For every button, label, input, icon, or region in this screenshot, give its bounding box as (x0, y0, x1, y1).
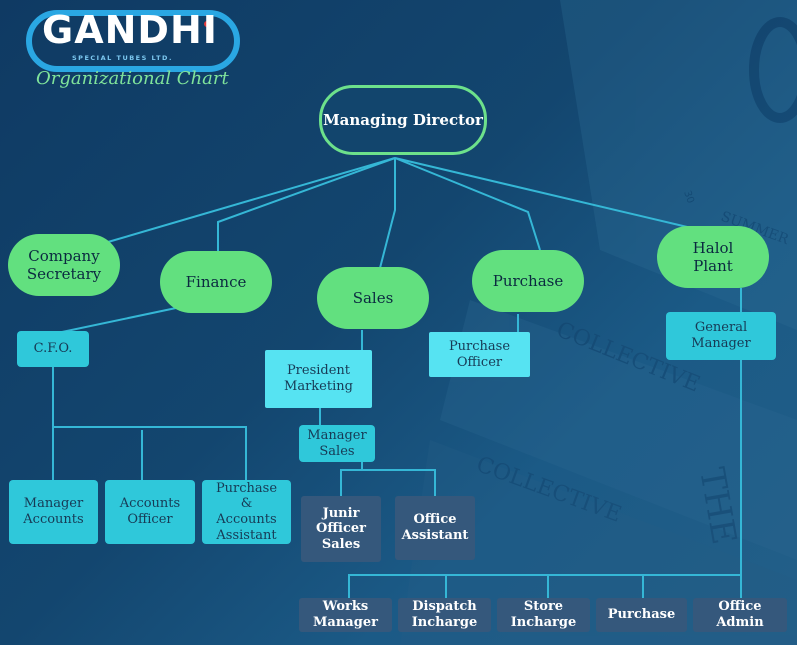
node-works-manager[interactable]: Works Manager (299, 598, 392, 632)
logo-wordmark: GANDHI (42, 8, 218, 52)
node-company-secretary[interactable]: Company Secretary (8, 234, 120, 296)
book-text-5: 30 (681, 189, 696, 205)
node-manager-accounts[interactable]: Manager Accounts (9, 480, 98, 544)
node-managing-director[interactable]: Managing Director (319, 85, 487, 155)
node-office-assistant[interactable]: Office Assistant (395, 496, 475, 560)
chart-subtitle: Organizational Chart (36, 68, 229, 89)
node-general-manager[interactable]: General Manager (666, 312, 776, 360)
node-purchase-officer[interactable]: Purchase Officer (429, 332, 530, 377)
node-purchase-accounts-assistant[interactable]: Purchase & Accounts Assistant (202, 480, 291, 544)
node-finance[interactable]: Finance (160, 251, 272, 313)
node-plant-purchase[interactable]: Purchase (596, 598, 687, 632)
node-office-admin[interactable]: Office Admin (693, 598, 787, 632)
node-halol-plant[interactable]: Halol Plant (657, 226, 769, 288)
node-accounts-officer[interactable]: Accounts Officer (105, 480, 195, 544)
node-cfo[interactable]: C.F.O. (17, 331, 89, 367)
node-manager-sales[interactable]: Manager Sales (299, 425, 375, 462)
gandhi-logo (26, 10, 240, 72)
node-purchase[interactable]: Purchase (472, 250, 584, 312)
node-dispatch-incharge[interactable]: Dispatch Incharge (398, 598, 491, 632)
node-store-incharge[interactable]: Store Incharge (497, 598, 590, 632)
node-junior-officer-sales[interactable]: Junir Officer Sales (301, 496, 381, 562)
node-sales[interactable]: Sales (317, 267, 429, 329)
logo-subtext: SPECIAL TUBES LTD. (72, 54, 173, 62)
node-president-marketing[interactable]: President Marketing (265, 350, 372, 408)
